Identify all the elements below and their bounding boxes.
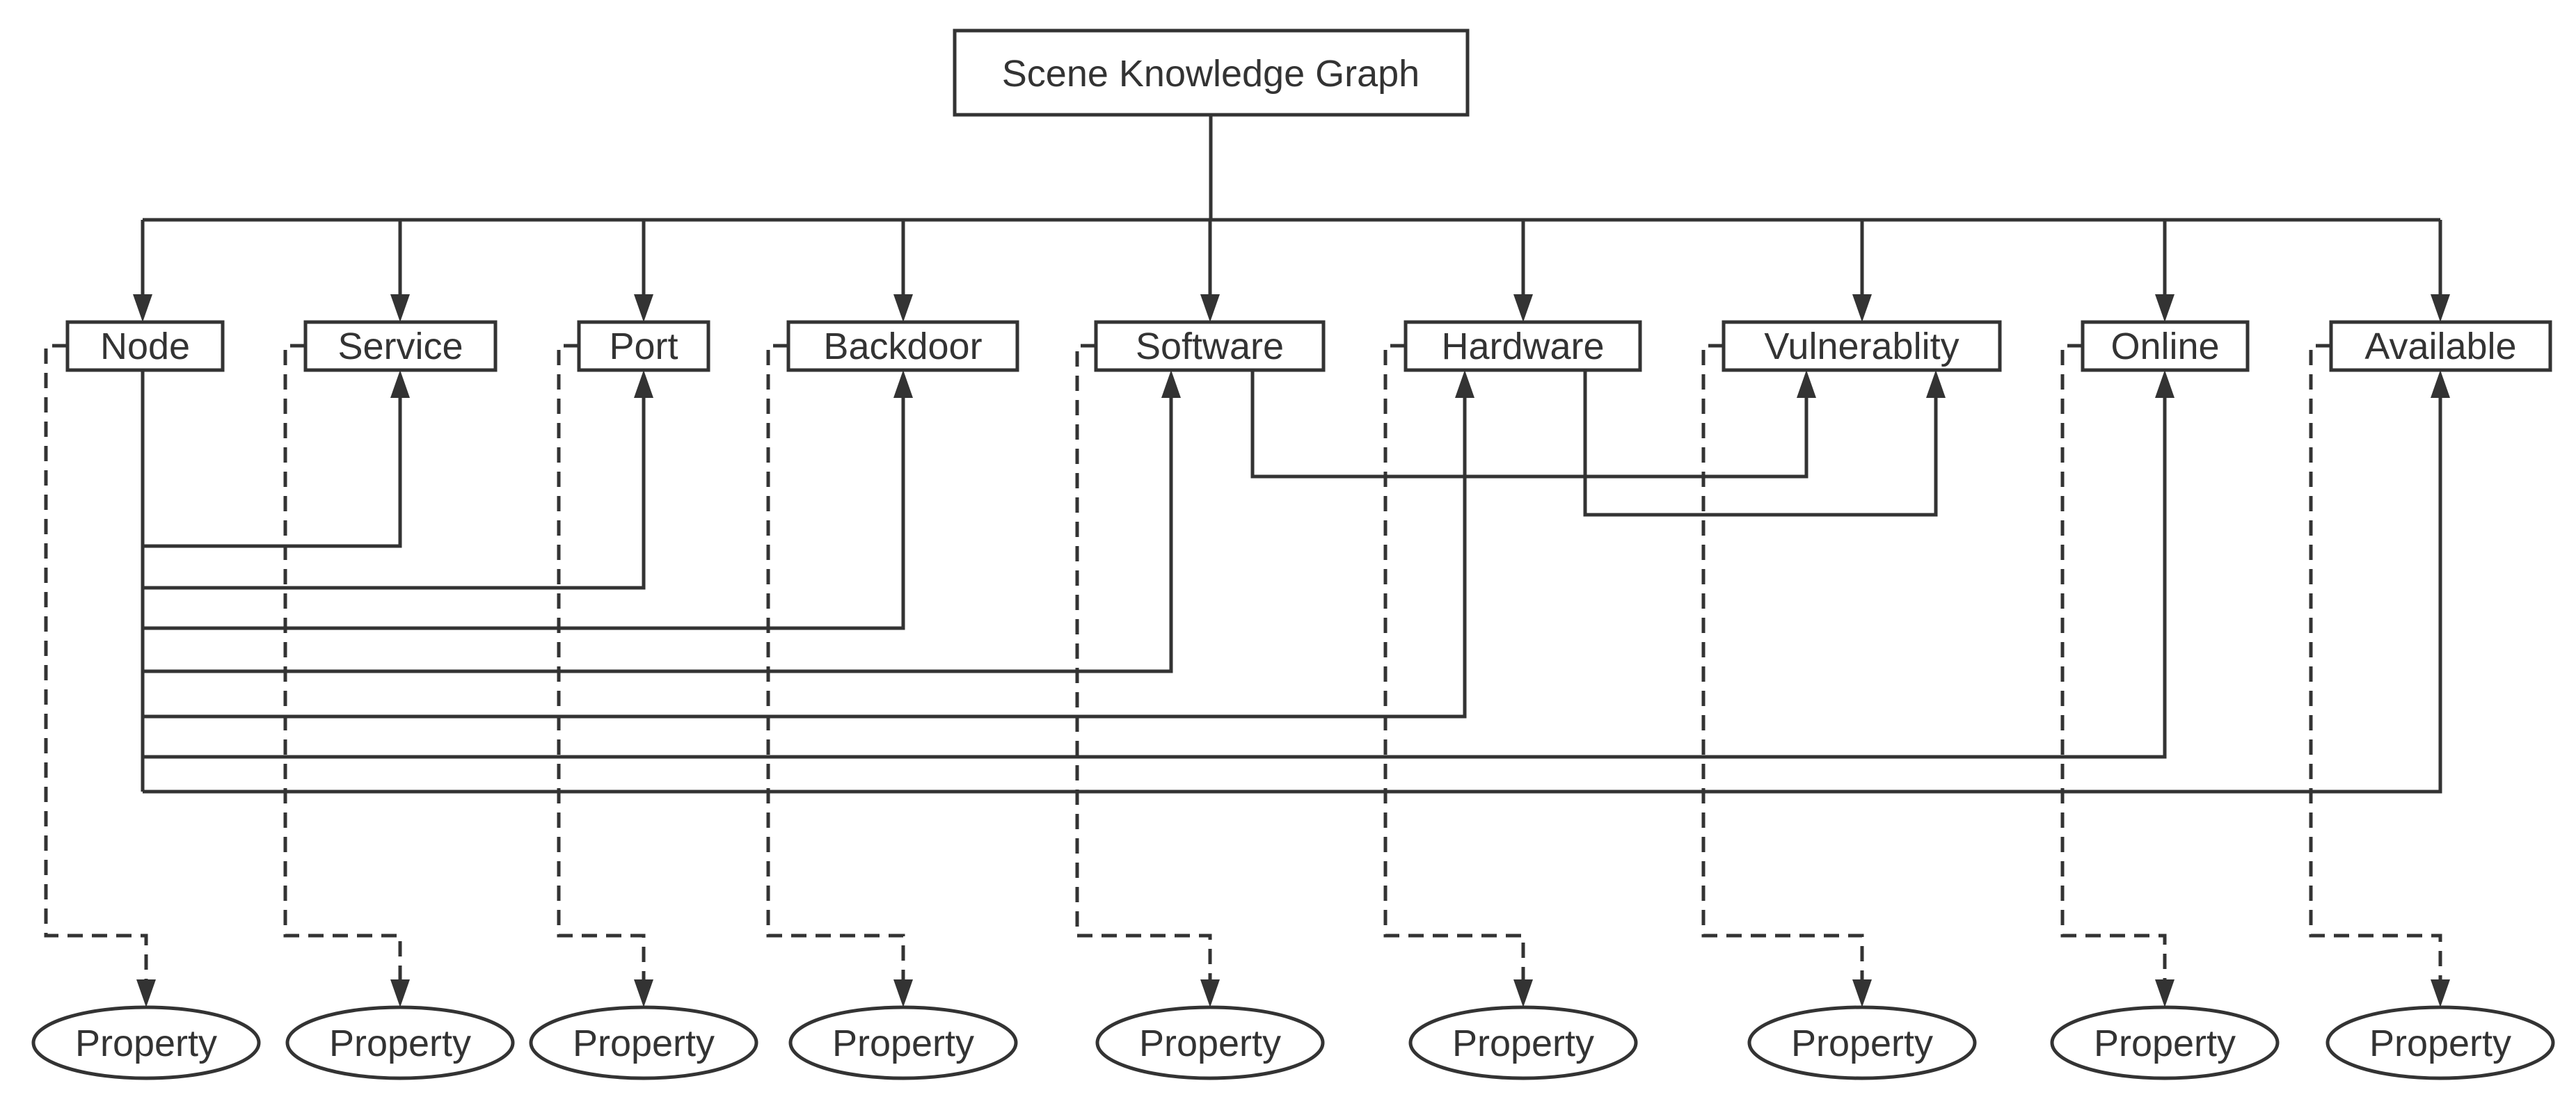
entity-node-online[interactable]: Online — [2081, 320, 2250, 372]
entity-node-label: Online — [2110, 326, 2219, 367]
entity-to-property-dashed-line — [2060, 344, 2167, 979]
entity-node-label: Available — [2364, 326, 2516, 367]
entity-node-label: Software — [1136, 326, 1284, 367]
property-node-label: Property — [832, 1023, 974, 1064]
node-relation-line — [143, 398, 905, 630]
node-relation-line — [143, 398, 2167, 759]
entity-to-property-arrowhead — [2155, 979, 2175, 1007]
node-relation-arrowhead — [2431, 370, 2450, 398]
property-node-label: Property — [2369, 1023, 2511, 1064]
entity-to-property-dashed-line — [1701, 344, 1864, 979]
property-node[interactable]: Property — [1747, 1005, 1977, 1080]
root-to-entity-arrowhead — [133, 294, 152, 322]
software-to-vulnerability-arrowhead — [1797, 370, 1816, 398]
node-relation-arrowhead — [390, 370, 410, 398]
entity-to-property-dashed-line — [2309, 344, 2442, 979]
entity-to-property-arrowhead — [634, 979, 653, 1007]
entity-node-available[interactable]: Available — [2329, 320, 2552, 372]
entity-to-property-dashed-line — [1075, 344, 1212, 979]
entity-to-property-dashed-line — [766, 344, 905, 979]
entity-to-property-arrowhead — [893, 979, 913, 1007]
entity-to-property-arrowhead — [136, 979, 156, 1007]
property-node-label: Property — [573, 1023, 715, 1064]
entity-node-vulnerablity[interactable]: Vulnerablity — [1722, 320, 2002, 372]
property-node[interactable]: Property — [1095, 1005, 1325, 1080]
node-relation-arrowhead — [1161, 370, 1181, 398]
entity-to-property-arrowhead — [390, 979, 410, 1007]
property-node-label: Property — [1139, 1023, 1281, 1064]
entity-node-label: Hardware — [1441, 326, 1604, 367]
entity-node-port[interactable]: Port — [577, 320, 710, 372]
entity-node-software[interactable]: Software — [1094, 320, 1326, 372]
root-node[interactable]: Scene Knowledge Graph — [953, 29, 1470, 117]
node-relation-line — [143, 398, 2442, 794]
property-node-label: Property — [1791, 1023, 1933, 1064]
root-to-entity-arrowhead — [634, 294, 653, 322]
node-relation-line — [143, 398, 1467, 719]
node-relation-arrowhead — [2155, 370, 2175, 398]
property-node[interactable]: Property — [31, 1005, 261, 1080]
entity-node-label: Vulnerablity — [1764, 326, 1959, 367]
property-node[interactable]: Property — [529, 1005, 758, 1080]
root-to-entity-arrowhead — [1852, 294, 1872, 322]
root-to-entity-arrowhead — [2155, 294, 2175, 322]
property-node-label: Property — [329, 1023, 471, 1064]
entity-to-property-dashed-line — [1383, 344, 1525, 979]
property-node[interactable]: Property — [1408, 1005, 1638, 1080]
node-relation-line — [143, 398, 646, 590]
entity-to-property-dashed-line — [557, 344, 646, 979]
hardware-to-vulnerability-arrowhead — [1926, 370, 1946, 398]
entity-node-label: Port — [609, 326, 678, 367]
property-node-label: Property — [75, 1023, 217, 1064]
entity-node-label: Backdoor — [823, 326, 982, 367]
entity-node-backdoor[interactable]: Backdoor — [786, 320, 1019, 372]
entity-node-label: Service — [337, 326, 463, 367]
root-to-entity-arrowhead — [893, 294, 913, 322]
nodes: Scene Knowledge Graph Node Service Port Bac… — [31, 29, 2555, 1080]
root-to-entity-arrowhead — [1513, 294, 1533, 322]
root-to-entity-arrowhead — [2431, 294, 2450, 322]
node-relation-arrowhead — [634, 370, 653, 398]
property-node-label: Property — [2094, 1023, 2236, 1064]
entity-to-property-dashed-line — [44, 344, 148, 979]
property-node[interactable]: Property — [2050, 1005, 2280, 1080]
node-relation-arrowhead — [1455, 370, 1474, 398]
entity-to-property-arrowhead — [2431, 979, 2450, 1007]
entity-to-property-arrowhead — [1852, 979, 1872, 1007]
root-to-entity-arrowhead — [1200, 294, 1220, 322]
property-node[interactable]: Property — [788, 1005, 1018, 1080]
hardware-to-vulnerability-line — [1583, 370, 1938, 517]
property-node-label: Property — [1452, 1023, 1594, 1064]
root-node-label: Scene Knowledge Graph — [1002, 53, 1420, 95]
node-relation-line — [143, 398, 1173, 673]
software-to-vulnerability-line — [1250, 370, 1808, 479]
entity-node-service[interactable]: Service — [303, 320, 498, 372]
edges — [44, 115, 2450, 1007]
entity-node-hardware[interactable]: Hardware — [1404, 320, 1642, 372]
node-relation-arrowhead — [893, 370, 913, 398]
entity-to-property-dashed-line — [283, 344, 402, 979]
entity-to-property-arrowhead — [1513, 979, 1533, 1007]
node-relation-line — [143, 398, 402, 548]
entity-node-node[interactable]: Node — [65, 320, 225, 372]
entity-to-property-arrowhead — [1200, 979, 1220, 1007]
root-to-entity-arrowhead — [390, 294, 410, 322]
entity-node-label: Node — [100, 326, 190, 367]
property-node[interactable]: Property — [2325, 1005, 2555, 1080]
property-node[interactable]: Property — [285, 1005, 515, 1080]
